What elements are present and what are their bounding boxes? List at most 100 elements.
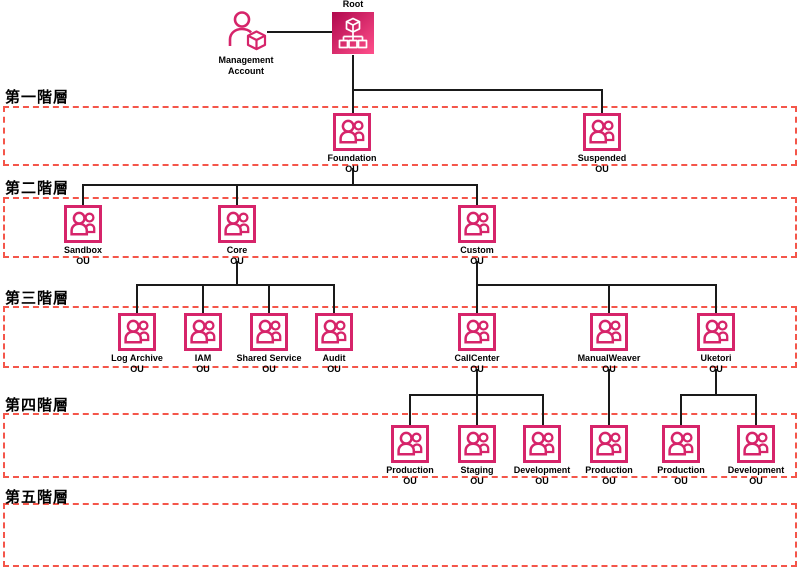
organizational-unit-icon (218, 205, 256, 243)
tier4-label: 第四階層 (5, 397, 70, 414)
ou-name: Sandbox (63, 245, 102, 255)
organizational-unit-icon (250, 313, 288, 351)
connector-custom-down (476, 261, 478, 315)
tier3-band (3, 306, 797, 368)
root-label: Root (342, 0, 364, 9)
connector-uketori-branch (680, 394, 757, 396)
tier1-band (3, 106, 797, 166)
tier5-band (3, 503, 797, 567)
connector-to-uk-production (680, 394, 682, 427)
connector-root-suspended (601, 89, 603, 115)
ou-name: Log Archive (111, 353, 163, 363)
connector-uketori-down (715, 369, 717, 396)
connector-core-down (236, 261, 238, 286)
connector-custom-branch (476, 284, 717, 286)
organizational-unit-icon (184, 313, 222, 351)
connector-to-cc-production (409, 394, 411, 427)
organizational-unit-icon (662, 425, 700, 463)
tier1-label: 第一階層 (5, 89, 70, 106)
tier2-band (3, 197, 797, 258)
connector-callcenter-down (476, 369, 478, 427)
connector-root-branch (352, 89, 603, 91)
ou-name: Audit (322, 353, 346, 363)
ou-type: OU (262, 364, 276, 375)
ou-type: OU (345, 164, 359, 175)
organizational-unit-icon (523, 425, 561, 463)
tier5-label: 第五階層 (5, 489, 70, 506)
organizational-unit-icon (590, 313, 628, 351)
ou-name: Production (386, 465, 434, 475)
organizational-unit-icon (333, 113, 371, 151)
connector-to-uk-development (755, 394, 757, 427)
organizational-unit-icon (697, 313, 735, 351)
ou-name: Development (513, 465, 571, 475)
ou-type: OU (196, 364, 210, 375)
ou-type: OU (230, 256, 244, 267)
ou-type: OU (749, 476, 763, 487)
connector-manualweaver-production (608, 369, 610, 427)
connector-to-audit (333, 284, 335, 315)
ou-type: OU (130, 364, 144, 375)
ou-name: Core (226, 245, 248, 255)
ou-type: OU (602, 364, 616, 375)
ou-type: OU (76, 256, 90, 267)
organizational-unit-icon (64, 205, 102, 243)
connector-mgmt-root (267, 31, 333, 33)
connector-callcenter-branch (409, 394, 544, 396)
organizational-unit-icon (590, 425, 628, 463)
ou-name: ManualWeaver (577, 353, 641, 363)
ou-type: OU (470, 364, 484, 375)
organizational-unit-icon (583, 113, 621, 151)
organizational-unit-icon (458, 425, 496, 463)
connector-to-manualweaver (608, 284, 610, 315)
ou-name: CallCenter (454, 353, 500, 363)
connector-to-shared-service (268, 284, 270, 315)
organizational-unit-icon (458, 313, 496, 351)
connector-foundation-down (352, 168, 354, 186)
connector-to-iam (202, 284, 204, 315)
ou-type: OU (674, 476, 688, 487)
ou-type: OU (470, 476, 484, 487)
connector-to-custom (476, 184, 478, 207)
organizations-root-icon (332, 11, 374, 54)
ou-name: Production (657, 465, 705, 475)
connector-root-foundation (352, 55, 354, 115)
organizational-unit-icon (315, 313, 353, 351)
organizational-unit-icon (458, 205, 496, 243)
connector-to-uketori (715, 284, 717, 315)
ou-name: Staging (460, 465, 494, 475)
ou-name: Suspended (577, 153, 627, 163)
management-account-label: Management Account (218, 55, 274, 77)
ou-name: Shared Service (236, 353, 302, 363)
ou-type: OU (709, 364, 723, 375)
connector-core-branch (136, 284, 335, 286)
management-account-node[interactable]: Management Account (206, 8, 286, 78)
connector-to-sandbox (82, 184, 84, 207)
ou-name: IAM (194, 353, 212, 363)
ou-type: OU (403, 476, 417, 487)
management-account-icon (221, 8, 271, 54)
ou-type: OU (595, 164, 609, 175)
tier4-band (3, 413, 797, 478)
ou-name: Custom (460, 245, 494, 255)
root-node[interactable]: Root (313, 0, 393, 54)
